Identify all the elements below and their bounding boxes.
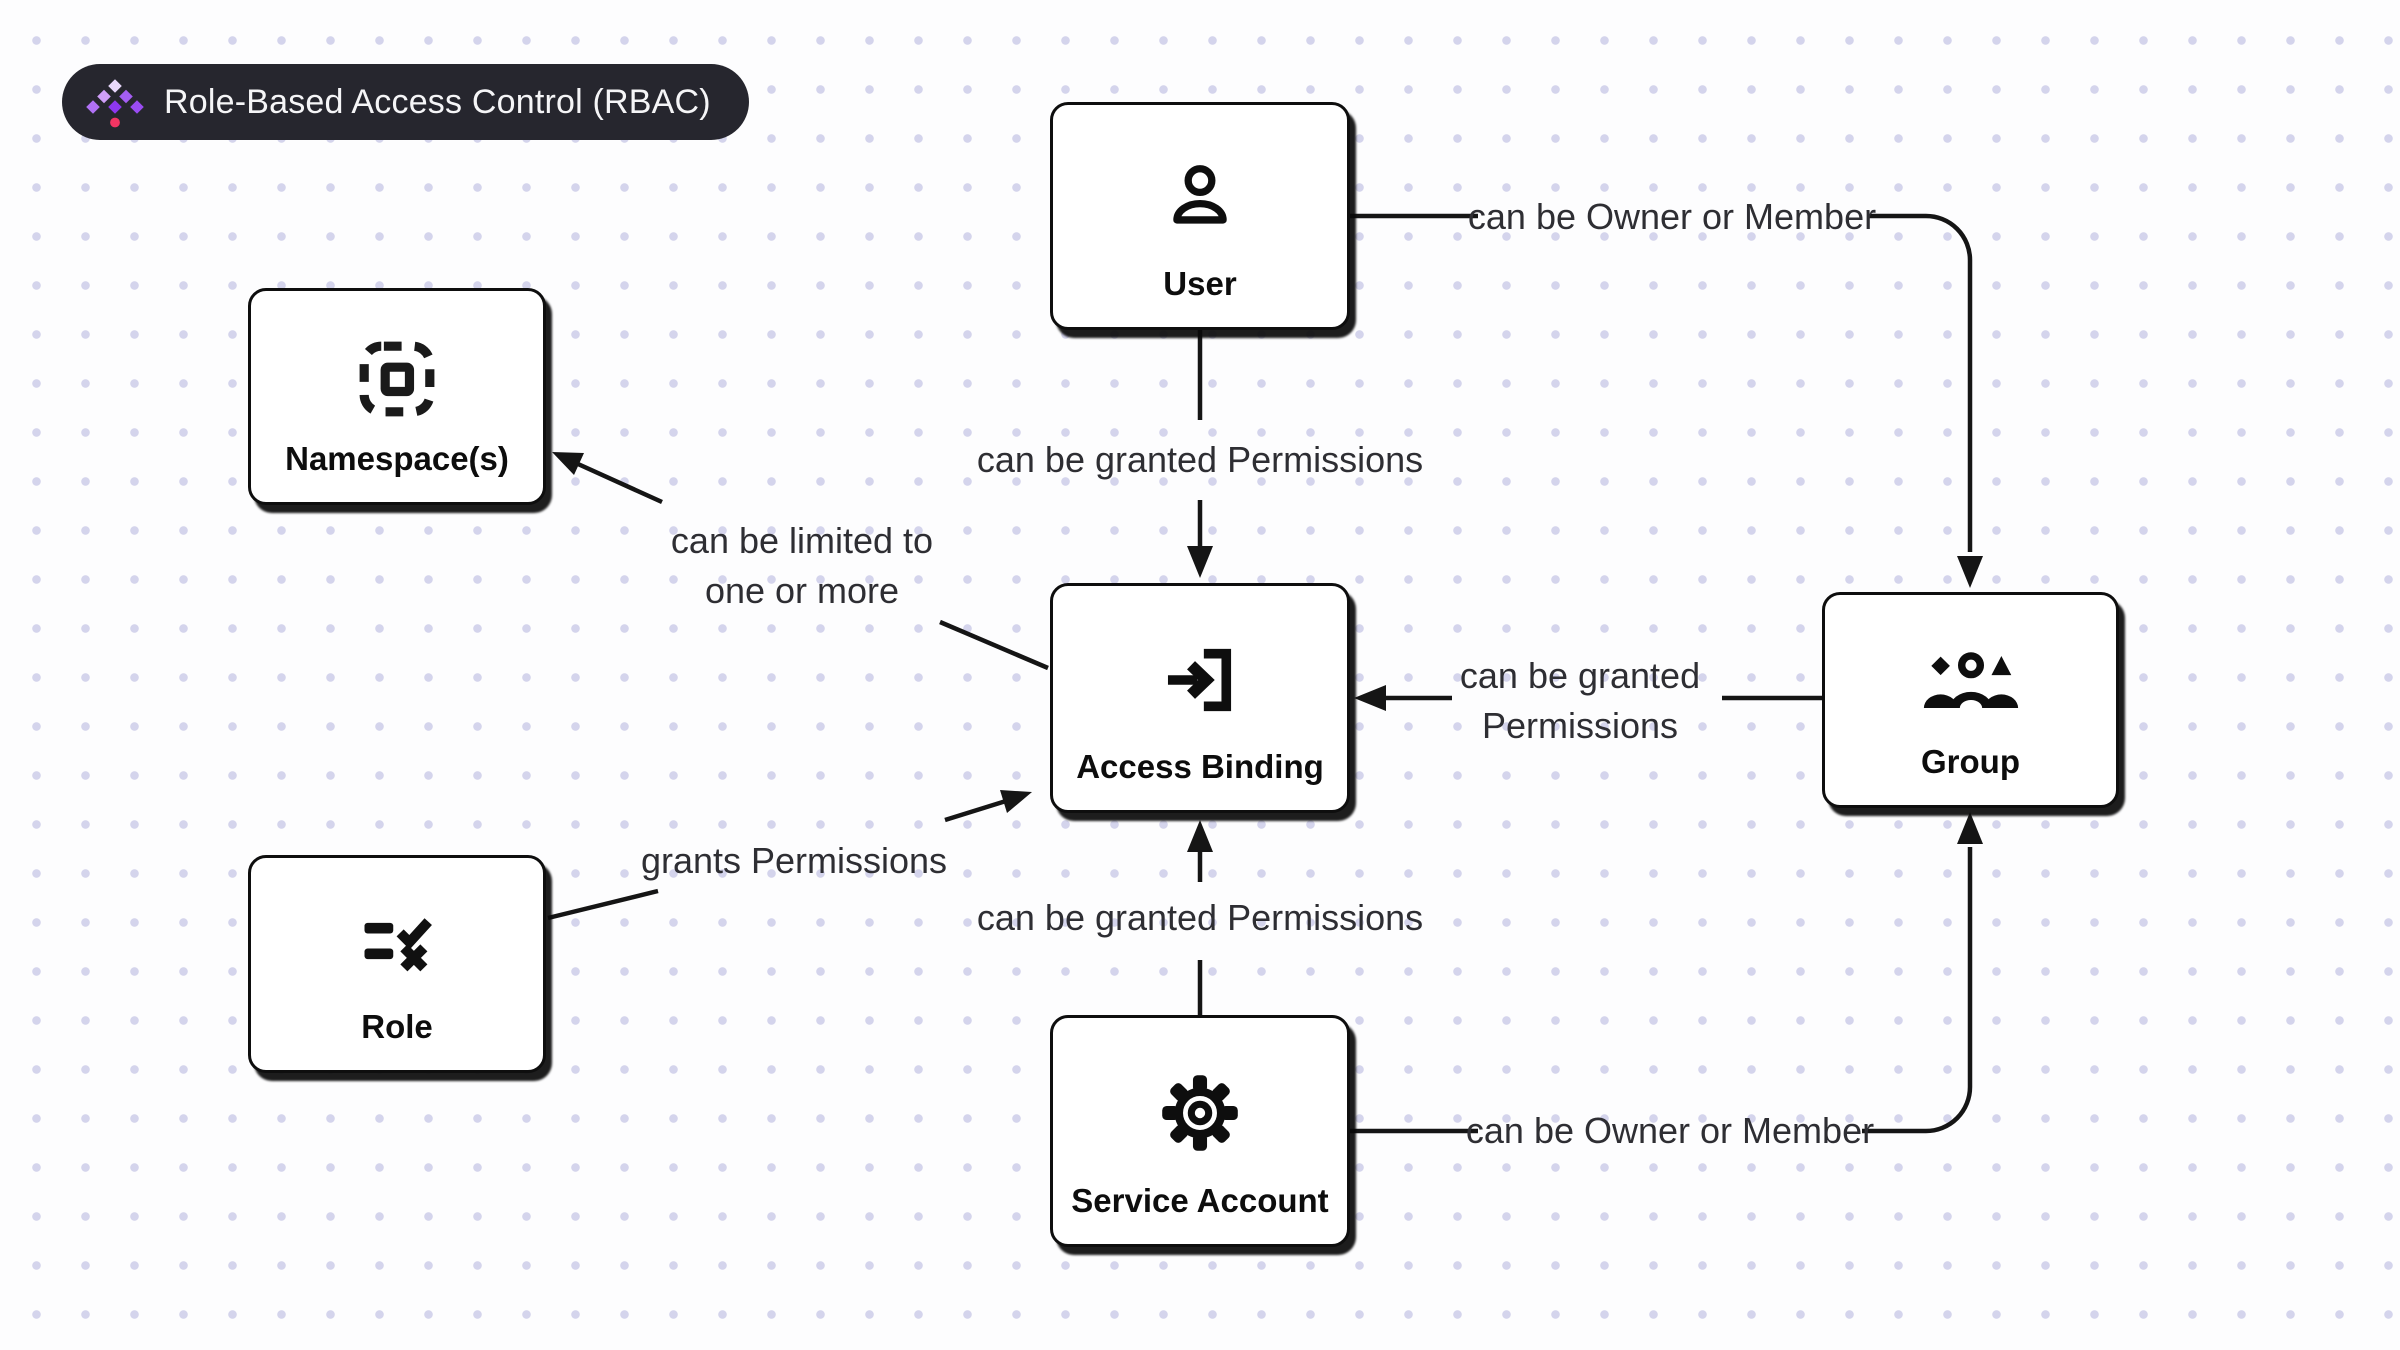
edge-label-service-account-group: can be Owner or Member: [1465, 1110, 1875, 1151]
node-group: Group: [1822, 592, 2119, 808]
namespace-frame-icon: [359, 341, 435, 416]
title-badge: Role-Based Access Control (RBAC): [62, 64, 749, 140]
node-service-account: Service Account: [1050, 1015, 1350, 1247]
node-role-label: Role: [361, 1008, 433, 1045]
edge-label-group-access-binding: can be granted Permissions: [1459, 655, 1701, 746]
diamond-cluster-logo-icon: [86, 79, 144, 128]
node-namespace-label: Namespace(s): [285, 440, 509, 477]
rules-check-cross-icon: [364, 918, 432, 972]
node-user-label: User: [1163, 265, 1237, 302]
edge-label-user-access-binding: can be granted Permissions: [976, 439, 1424, 480]
edge-sa-group-segment-b: [1862, 847, 1973, 1134]
arrowhead-into-namespace: [552, 452, 584, 475]
node-access-binding: Access Binding: [1050, 583, 1350, 813]
edge-label-user-group: can be Owner or Member: [1467, 196, 1877, 237]
arrowhead-into-ab-bottom: [1187, 820, 1213, 852]
login-arrow-icon: [1167, 648, 1232, 712]
arrowhead-into-ab-top: [1187, 546, 1213, 578]
user-icon: [1173, 165, 1227, 224]
edge-label-access-binding-namespace: can be limited to one or more: [670, 520, 934, 611]
edge-label-service-account-access-binding: can be granted Permissions: [976, 897, 1424, 938]
arrowhead-into-ab-corner: [1000, 790, 1032, 813]
group-people-icon: [1923, 652, 2018, 709]
node-namespace: Namespace(s): [248, 288, 546, 505]
node-service-account-label: Service Account: [1071, 1182, 1329, 1219]
edge-ab-namespace-segment-a: [939, 619, 1049, 671]
edge-role-ab-segment-b: [944, 798, 1007, 823]
page-title: Role-Based Access Control (RBAC): [164, 82, 711, 121]
arrowhead-into-group-top: [1957, 556, 1983, 588]
node-group-label: Group: [1921, 743, 2020, 780]
arrowhead-into-ab-right: [1354, 685, 1386, 711]
node-user: User: [1050, 102, 1350, 330]
edge-user-group-segment-b: [1868, 213, 1973, 552]
edge-ab-namespace-segment-b: [577, 461, 663, 505]
arrowhead-into-group-bottom: [1957, 812, 1983, 844]
node-role: Role: [248, 855, 546, 1073]
gear-icon: [1162, 1075, 1238, 1151]
edge-label-role-access-binding: grants Permissions: [640, 840, 948, 881]
arrowheads: [552, 452, 1983, 852]
node-access-binding-label: Access Binding: [1076, 748, 1324, 785]
edge-role-ab-segment-a: [547, 888, 659, 921]
